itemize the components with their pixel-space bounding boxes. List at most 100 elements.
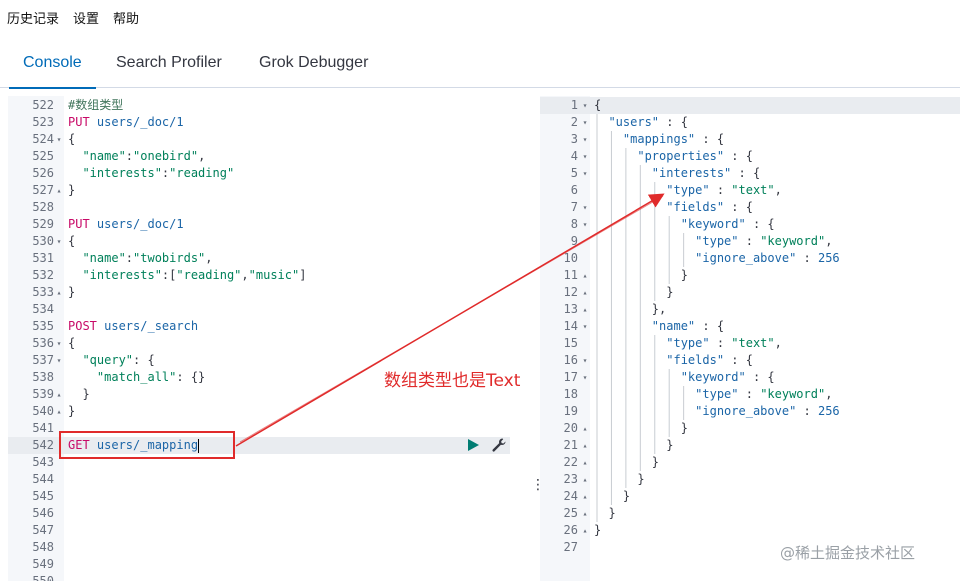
editor-line[interactable]: 524▾{ bbox=[0, 131, 528, 148]
fold-collapse-icon[interactable]: ▾ bbox=[582, 220, 588, 229]
fold-expand-icon[interactable]: ▴ bbox=[56, 407, 62, 416]
output-line: 17▾ "keyword" : { bbox=[540, 369, 960, 386]
editor-line[interactable]: 550 bbox=[0, 573, 528, 581]
line-number: 537 bbox=[32, 353, 54, 367]
fold-collapse-icon[interactable]: ▾ bbox=[582, 169, 588, 178]
line-number: 526 bbox=[32, 166, 54, 180]
code-token: : { bbox=[724, 149, 753, 163]
response-output: 1▾{2▾ "users" : {3▾ "mappings" : {4▾ "pr… bbox=[540, 96, 960, 581]
editor-line[interactable]: 536▾{ bbox=[0, 335, 528, 352]
fold-collapse-icon[interactable]: ▾ bbox=[56, 356, 62, 365]
fold-collapse-icon[interactable]: ▾ bbox=[56, 237, 62, 246]
editor-line[interactable]: 547 bbox=[0, 522, 528, 539]
panel-resizer[interactable] bbox=[528, 96, 540, 581]
code-token: : bbox=[709, 183, 732, 197]
code-token: users/_search bbox=[96, 319, 199, 333]
fold-collapse-icon[interactable]: ▾ bbox=[582, 373, 588, 382]
fold-expand-icon[interactable]: ▴ bbox=[582, 509, 588, 518]
editor-line[interactable]: 546 bbox=[0, 505, 528, 522]
fold-expand-icon[interactable]: ▴ bbox=[56, 186, 62, 195]
editor-line[interactable]: 527▴} bbox=[0, 182, 528, 199]
code-token: "properties" bbox=[594, 149, 725, 163]
code-token: ] bbox=[299, 268, 307, 282]
output-line: 27 bbox=[540, 539, 960, 556]
code-token: "query" bbox=[68, 353, 134, 367]
fold-collapse-icon[interactable]: ▾ bbox=[56, 135, 62, 144]
line-number: 543 bbox=[32, 455, 54, 469]
code-token: , bbox=[198, 149, 206, 163]
editor-line[interactable]: 537▾ "query": { bbox=[0, 352, 528, 369]
fold-collapse-icon[interactable]: ▾ bbox=[56, 339, 62, 348]
editor-line[interactable]: 549 bbox=[0, 556, 528, 573]
editor-line[interactable]: 548 bbox=[0, 539, 528, 556]
editor-line[interactable]: 540▴} bbox=[0, 403, 528, 420]
tab-console[interactable]: Console bbox=[9, 52, 96, 89]
fold-expand-icon[interactable]: ▴ bbox=[582, 526, 588, 535]
code-text: "keyword" : { bbox=[594, 369, 775, 386]
editor-line[interactable]: 544 bbox=[0, 471, 528, 488]
editor-line[interactable]: 539▴ } bbox=[0, 386, 528, 403]
editor-line[interactable]: 526 "interests":"reading" bbox=[0, 165, 528, 182]
code-token: "text" bbox=[731, 183, 775, 197]
line-number: 536 bbox=[32, 336, 54, 350]
editor-line[interactable]: 543 bbox=[0, 454, 528, 471]
editor-line[interactable]: 525 "name":"onebird", bbox=[0, 148, 528, 165]
code-token: } bbox=[594, 438, 674, 452]
fold-collapse-icon[interactable]: ▾ bbox=[582, 152, 588, 161]
code-token: "keyword" bbox=[760, 387, 826, 401]
fold-collapse-icon[interactable]: ▾ bbox=[582, 203, 588, 212]
editor-line[interactable]: 545 bbox=[0, 488, 528, 505]
editor-line[interactable]: 531 "name":"twobirds", bbox=[0, 250, 528, 267]
menu-history[interactable]: 历史记录 bbox=[7, 11, 60, 27]
fold-expand-icon[interactable]: ▴ bbox=[582, 441, 588, 450]
code-token: : { bbox=[695, 132, 725, 146]
editor-line[interactable]: 534 bbox=[0, 301, 528, 318]
code-token: } bbox=[68, 404, 76, 418]
menu-help[interactable]: 帮助 bbox=[113, 11, 140, 27]
fold-expand-icon[interactable]: ▴ bbox=[582, 305, 588, 314]
code-token: "music" bbox=[248, 268, 300, 282]
editor-line[interactable]: 533▴} bbox=[0, 284, 528, 301]
editor-line[interactable]: 538 "match_all": {} bbox=[0, 369, 528, 386]
fold-expand-icon[interactable]: ▴ bbox=[582, 271, 588, 280]
output-line: 10 "ignore_above" : 256 bbox=[540, 250, 960, 267]
code-text: #数组类型 bbox=[68, 97, 123, 114]
fold-expand-icon[interactable]: ▴ bbox=[582, 424, 588, 433]
fold-expand-icon[interactable]: ▴ bbox=[582, 458, 588, 467]
fold-expand-icon[interactable]: ▴ bbox=[582, 475, 588, 484]
tab-search-profiler[interactable]: Search Profiler bbox=[116, 54, 222, 71]
code-token: users/_doc/1 bbox=[89, 217, 184, 231]
fold-collapse-icon[interactable]: ▾ bbox=[582, 135, 588, 144]
text-cursor bbox=[198, 438, 200, 453]
code-token: "text" bbox=[731, 336, 775, 350]
code-token: : bbox=[709, 336, 732, 350]
editor-line[interactable]: 541 bbox=[0, 420, 528, 437]
fold-expand-icon[interactable]: ▴ bbox=[582, 492, 588, 501]
code-text: "keyword" : { bbox=[594, 216, 775, 233]
editor-line[interactable]: 528 bbox=[0, 199, 528, 216]
editor-line[interactable]: 522#数组类型 bbox=[0, 97, 528, 114]
wrench-icon[interactable] bbox=[491, 437, 507, 453]
fold-collapse-icon[interactable]: ▾ bbox=[582, 118, 588, 127]
line-number: 549 bbox=[32, 557, 54, 571]
line-number: 534 bbox=[32, 302, 54, 316]
code-text: } bbox=[594, 488, 630, 505]
fold-expand-icon[interactable]: ▴ bbox=[56, 390, 62, 399]
fold-collapse-icon[interactable]: ▾ bbox=[582, 356, 588, 365]
fold-expand-icon[interactable]: ▴ bbox=[56, 288, 62, 297]
tab-grok-debugger[interactable]: Grok Debugger bbox=[259, 54, 369, 71]
editor-line[interactable]: 530▾{ bbox=[0, 233, 528, 250]
fold-collapse-icon[interactable]: ▾ bbox=[582, 322, 588, 331]
menu-settings[interactable]: 设置 bbox=[73, 11, 100, 27]
code-token: , bbox=[774, 183, 782, 197]
fold-expand-icon[interactable]: ▴ bbox=[582, 288, 588, 297]
line-number: 530 bbox=[32, 234, 54, 248]
play-icon[interactable] bbox=[466, 438, 480, 452]
editor-line[interactable]: 532 "interests":["reading","music"] bbox=[0, 267, 528, 284]
fold-collapse-icon[interactable]: ▾ bbox=[582, 101, 588, 110]
